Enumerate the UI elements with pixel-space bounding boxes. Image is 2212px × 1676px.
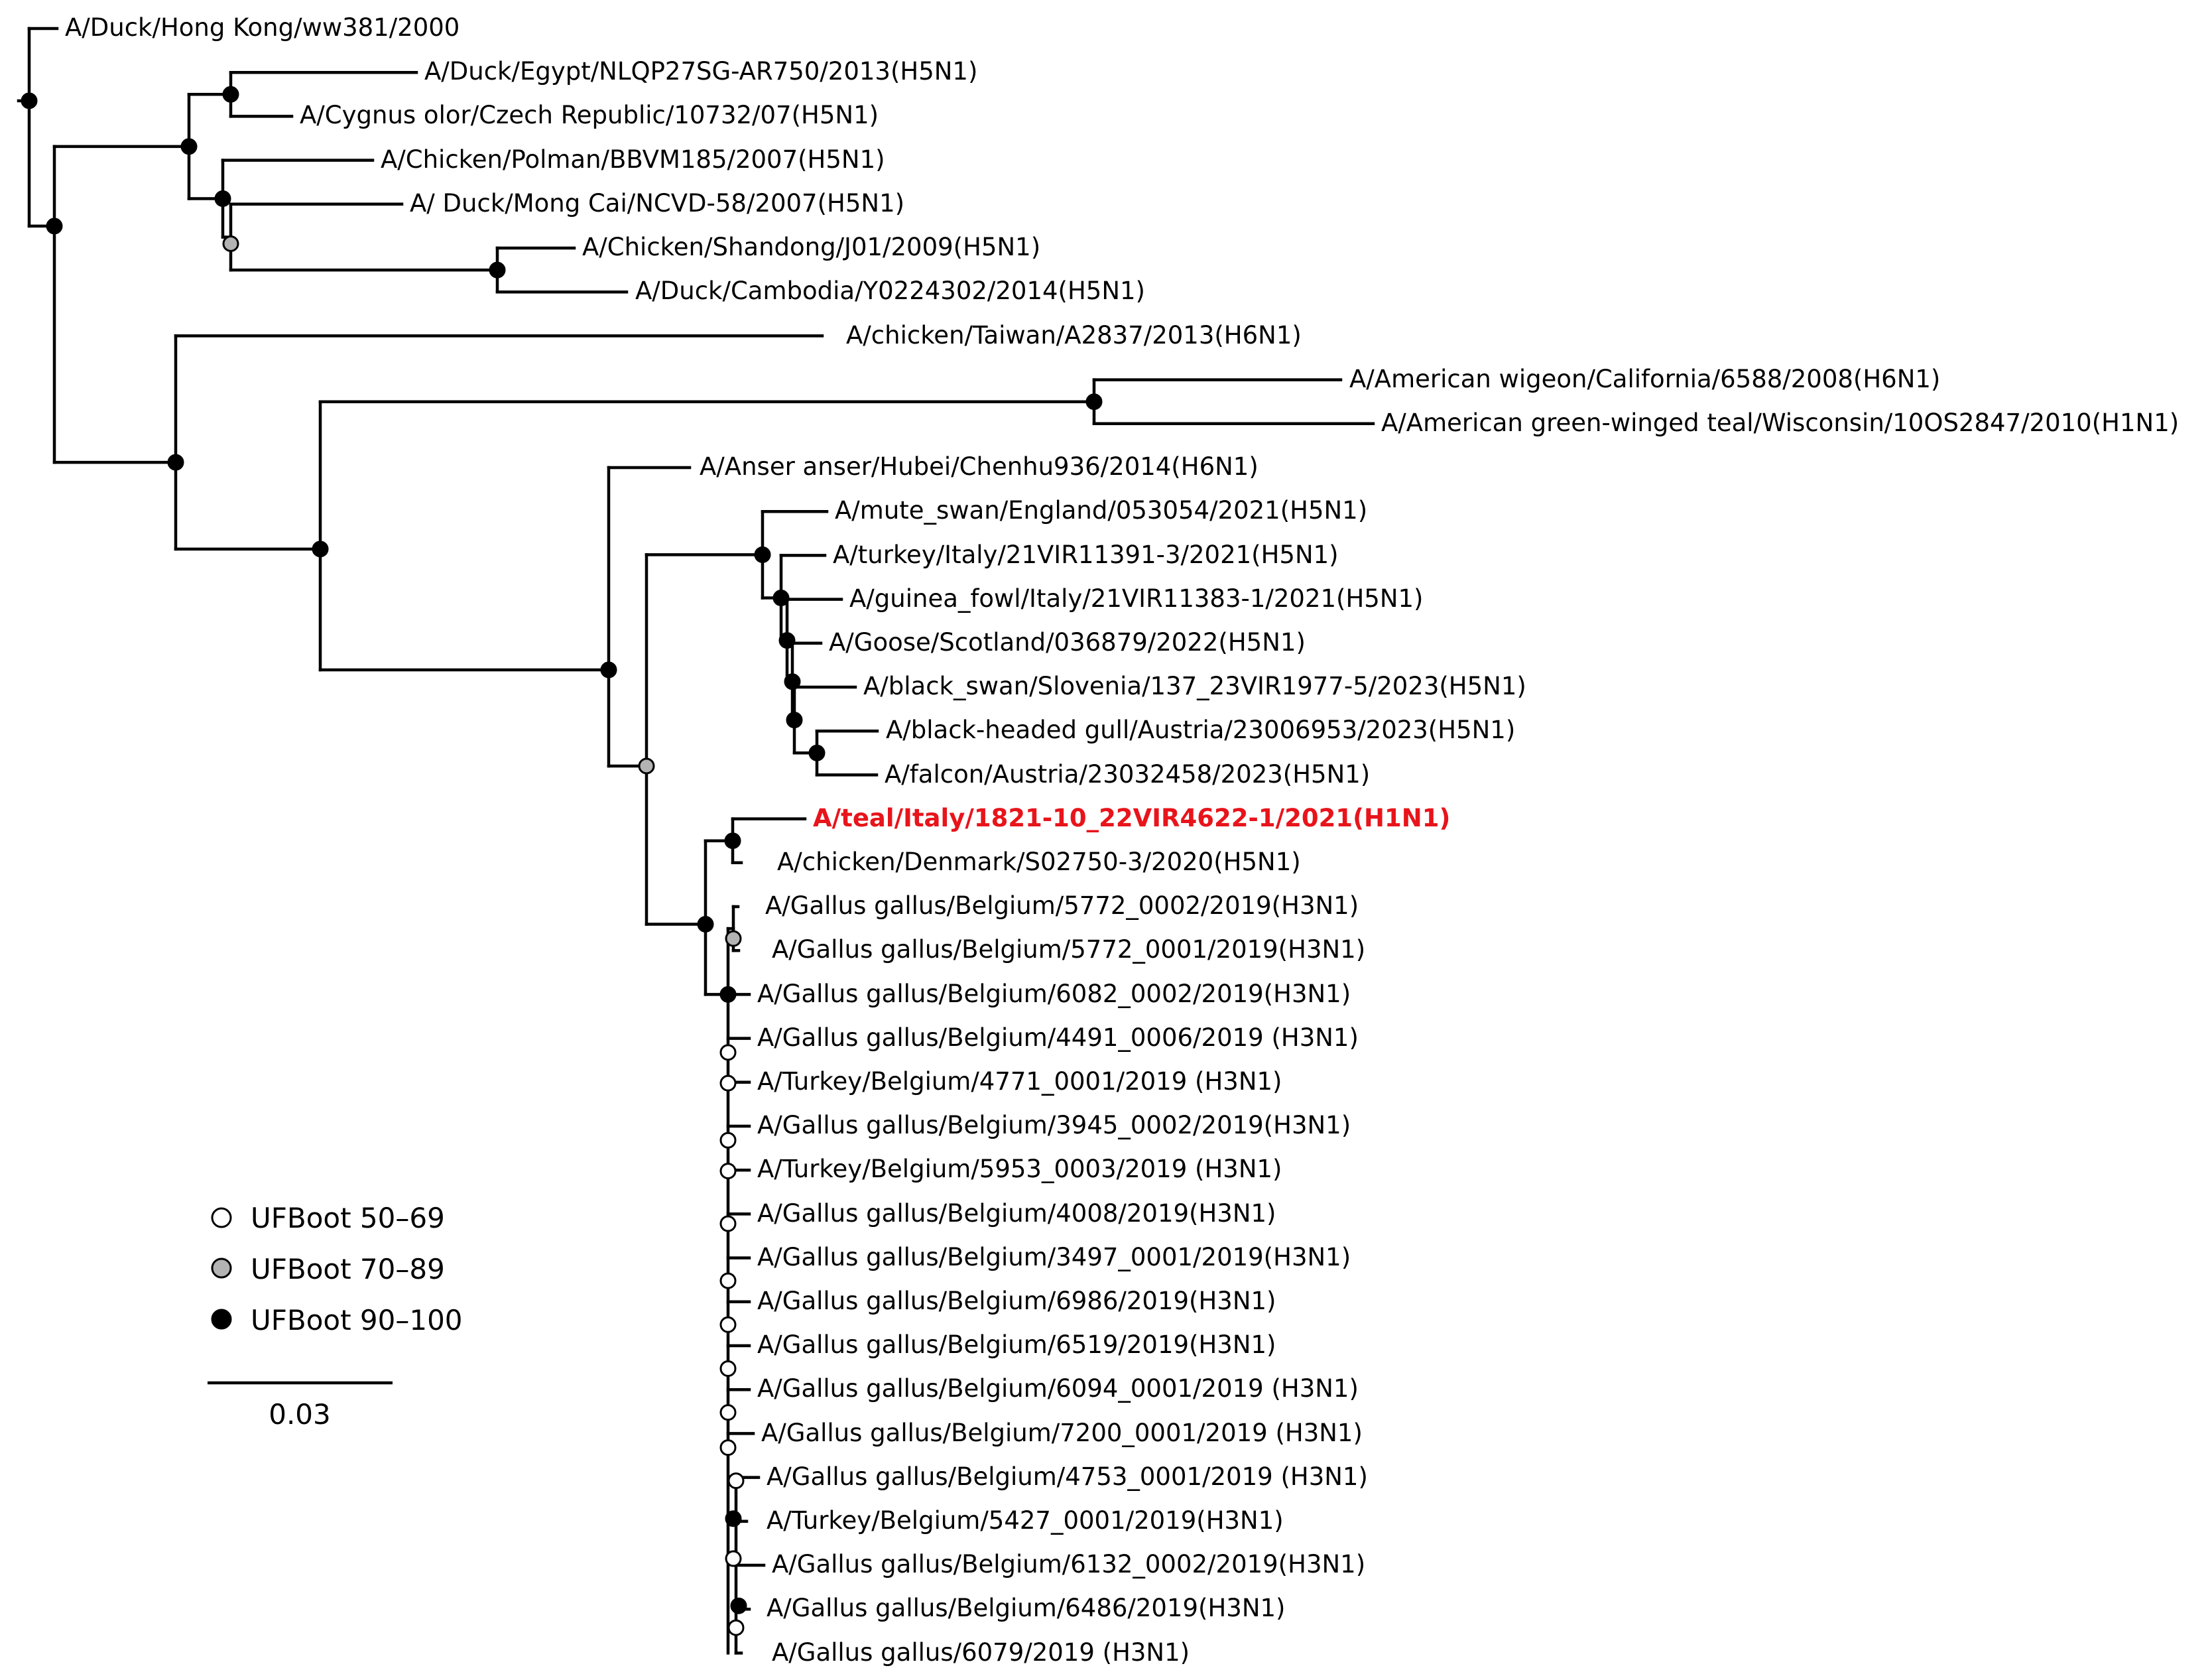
support-node-mid <box>222 235 239 252</box>
support-node-low <box>719 1074 737 1092</box>
taxon-label: A/black-headed gull/Austria/23006953/202… <box>886 716 1515 744</box>
support-node-low <box>719 1439 737 1456</box>
taxon-label: A/Turkey/Belgium/4771_0001/2019 (H3N1) <box>757 1067 1282 1096</box>
support-node-high <box>312 541 329 558</box>
legend-label-low: UFBoot 50–69 <box>251 1202 445 1234</box>
support-node-low <box>719 1404 737 1421</box>
support-node-high <box>778 632 796 649</box>
legend: UFBoot 50–69 UFBoot 70–89 UFBoot 90–100 … <box>208 1202 463 1431</box>
support-node-high <box>489 261 506 279</box>
taxon-label: A/Gallus gallus/Belgium/6486/2019(H3N1) <box>767 1594 1285 1622</box>
taxon-label: A/Gallus gallus/Belgium/7200_0001/2019 (… <box>761 1419 1363 1447</box>
taxon-label: A/chicken/Taiwan/A2837/2013(H6N1) <box>846 321 1302 350</box>
support-nodes <box>21 86 1103 1636</box>
taxon-label: A/Turkey/Belgium/5427_0001/2019(H3N1) <box>767 1506 1284 1535</box>
taxon-label: A/Gallus gallus/Belgium/4753_0001/2019 (… <box>767 1462 1368 1491</box>
taxon-label: A/Cygnus olor/Czech Republic/10732/07(H5… <box>300 101 879 129</box>
scale-bar-label: 0.03 <box>269 1398 331 1431</box>
taxon-label: A/Turkey/Belgium/5953_0003/2019 (H3N1) <box>757 1155 1282 1183</box>
taxon-label: A/guinea_fowl/Italy/21VIR11383-1/2021(H5… <box>849 584 1423 613</box>
taxon-label: A/Gallus gallus/6079/2019 (H3N1) <box>772 1638 1190 1667</box>
support-node-high <box>1085 393 1103 411</box>
taxon-label: A/Gallus gallus/Belgium/6986/2019(H3N1) <box>757 1287 1276 1315</box>
support-node-low <box>727 1619 745 1636</box>
taxon-label: A/Chicken/Polman/BBVM185/2007(H5N1) <box>381 145 885 174</box>
taxon-label: A/Duck/Egypt/NLQP27SG-AR750/2013(H5N1) <box>424 57 977 86</box>
taxon-label: A/Duck/Cambodia/Y0224302/2014(H5N1) <box>635 277 1145 305</box>
support-node-high <box>786 712 803 729</box>
taxon-label: A/Gallus gallus/Belgium/4008/2019(H3N1) <box>757 1199 1276 1228</box>
support-node-high <box>730 1597 747 1614</box>
legend-label-mid: UFBoot 70–89 <box>251 1253 445 1285</box>
taxon-label: A/black_swan/Slovenia/137_23VIR1977-5/20… <box>863 672 1526 700</box>
support-node-high <box>808 744 826 761</box>
taxon-label: A/Gallus gallus/Belgium/6082_0002/2019(H… <box>757 980 1351 1008</box>
legend-label-high: UFBoot 90–100 <box>251 1304 463 1336</box>
taxon-label: A/Gallus gallus/Belgium/3497_0001/2019(H… <box>757 1243 1351 1271</box>
taxon-label: A/Gallus gallus/Belgium/3945_0002/2019(H… <box>757 1111 1351 1139</box>
legend-swatch-low <box>211 1207 232 1228</box>
taxon-label: A/turkey/Italy/21VIR11391-3/2021(H5N1) <box>833 541 1339 569</box>
support-node-high <box>46 218 63 235</box>
taxon-label: A/Gallus gallus/Belgium/4491_0006/2019 (… <box>757 1023 1359 1052</box>
support-node-high <box>222 86 239 103</box>
support-node-low <box>719 1215 737 1232</box>
taxon-label: A/ Duck/Mong Cai/NCVD-58/2007(H5N1) <box>410 189 904 218</box>
support-node-high <box>600 661 617 678</box>
support-node-high <box>697 916 714 933</box>
support-node-low <box>727 1472 745 1490</box>
taxon-label: A/Gallus gallus/Belgium/6519/2019(H3N1) <box>757 1330 1276 1359</box>
support-node-low <box>719 1163 737 1180</box>
taxon-label: A/Gallus gallus/Belgium/5772_0001/2019(H… <box>772 935 1365 964</box>
taxon-label: A/American green-winged teal/Wisconsin/1… <box>1381 409 2179 437</box>
taxon-label: A/Gallus gallus/Belgium/6094_0001/2019 (… <box>757 1374 1359 1403</box>
taxon-label: A/Gallus gallus/Belgium/6132_0002/2019(H… <box>772 1550 1365 1579</box>
highlighted-taxon-label: A/teal/Italy/1821-10_22VIR4622-1/2021(H1… <box>813 804 1450 832</box>
taxon-label: A/mute_swan/England/053054/2021(H5N1) <box>835 496 1367 525</box>
support-node-low <box>725 1550 742 1567</box>
taxon-labels: A/Duck/Hong Kong/ww381/2000 A/Duck/Egypt… <box>65 13 2179 1667</box>
support-node-high <box>754 546 771 563</box>
support-node-high <box>724 832 741 850</box>
support-node-high <box>180 138 198 155</box>
taxon-label: A/Duck/Hong Kong/ww381/2000 <box>65 13 460 42</box>
taxon-label: A/American wigeon/California/6588/2008(H… <box>1349 365 1940 393</box>
taxon-label: A/Chicken/Shandong/J01/2009(H5N1) <box>582 233 1040 261</box>
taxon-label: A/chicken/Denmark/S02750-3/2020(H5N1) <box>777 848 1301 876</box>
support-node-low <box>719 1360 737 1377</box>
support-node-high <box>214 190 231 208</box>
support-node-low <box>719 1316 737 1333</box>
support-node-low <box>719 1044 737 1061</box>
support-node-high <box>21 92 38 109</box>
support-node-high <box>725 1510 742 1527</box>
taxon-label: A/Anser anser/Hubei/Chenhu936/2014(H6N1) <box>700 452 1259 481</box>
support-node-high <box>784 673 801 690</box>
support-node-low <box>719 1131 737 1149</box>
support-node-mid <box>638 757 655 775</box>
support-node-high <box>772 590 790 607</box>
legend-swatch-high <box>211 1309 232 1330</box>
support-node-high <box>167 454 184 471</box>
support-node-low <box>719 1272 737 1289</box>
taxon-label: A/Gallus gallus/Belgium/5772_0002/2019(H… <box>765 891 1359 920</box>
legend-swatch-mid <box>211 1257 232 1279</box>
support-node-high <box>719 986 737 1003</box>
taxon-label: A/Goose/Scotland/036879/2022(H5N1) <box>829 628 1306 657</box>
taxon-label: A/falcon/Austria/23032458/2023(H5N1) <box>885 760 1370 789</box>
support-node-mid <box>725 930 742 947</box>
